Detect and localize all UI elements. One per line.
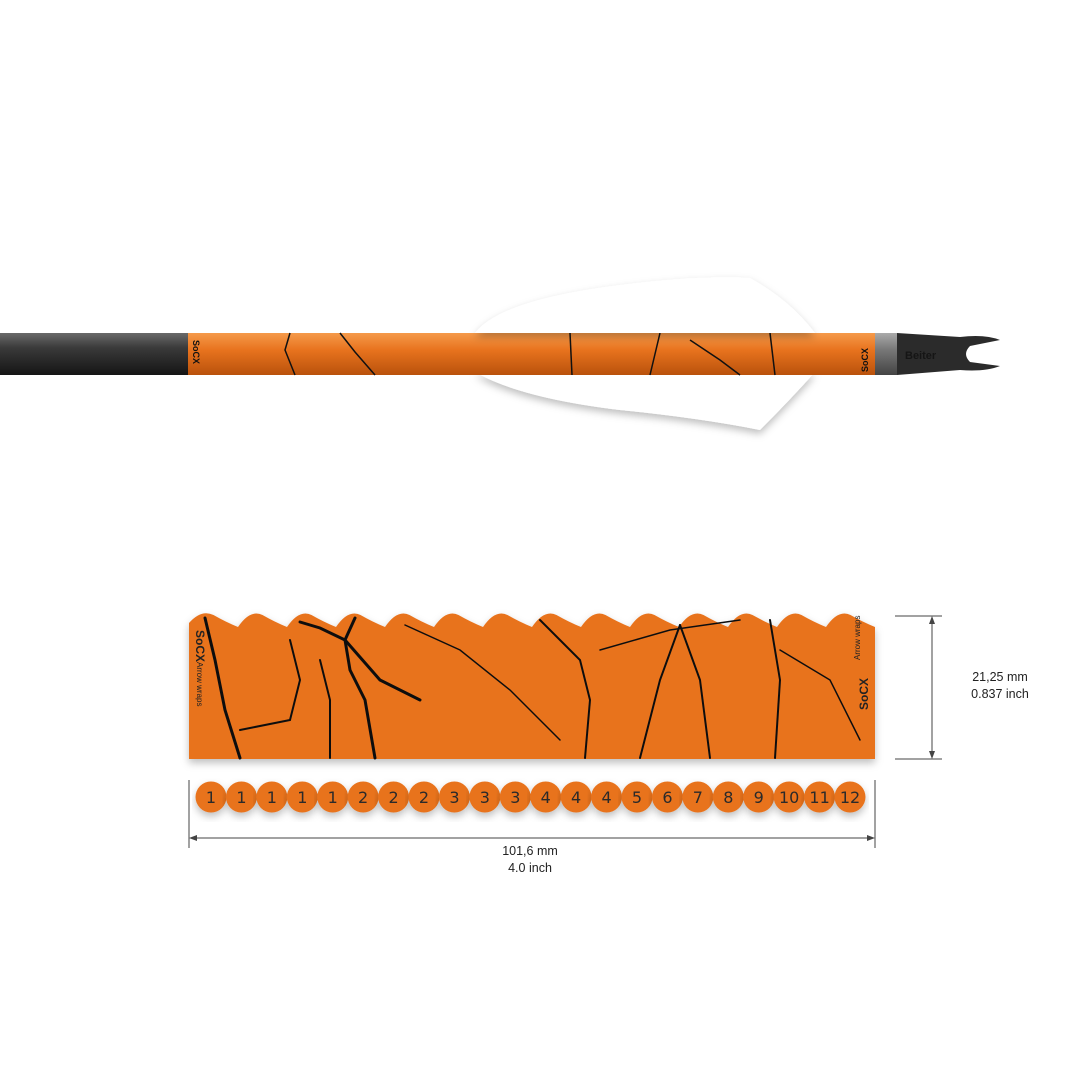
number-label-dot — [834, 781, 866, 813]
number-label-text: 4 — [541, 788, 551, 807]
number-label-text: 1 — [297, 788, 307, 807]
number-label-text: 7 — [693, 788, 703, 807]
number-label-text: 10 — [779, 788, 799, 807]
number-label-dot — [651, 781, 683, 813]
number-label-text: 1 — [328, 788, 338, 807]
height-dimension: 21,25 mm 0.837 inch — [940, 669, 1060, 703]
number-label-text: 2 — [419, 788, 429, 807]
width-dimension: 101,6 mm 4.0 inch — [470, 843, 590, 877]
width-mm: 101,6 mm — [502, 844, 558, 858]
number-label-dot — [499, 781, 531, 813]
number-label-text: 3 — [449, 788, 459, 807]
arrow-wrap — [188, 333, 875, 375]
number-label-text: 2 — [388, 788, 398, 807]
number-label-text: 8 — [723, 788, 733, 807]
number-label-dot — [408, 781, 440, 813]
nock — [897, 333, 1000, 375]
arrow: SoCX SoCX Beiter — [0, 277, 1000, 430]
number-label-text: 1 — [267, 788, 277, 807]
number-label-text: 2 — [358, 788, 368, 807]
number-label-dot — [804, 781, 836, 813]
number-label-text: 1 — [236, 788, 246, 807]
height-mm: 21,25 mm — [972, 670, 1028, 684]
nock-brand: Beiter — [905, 350, 937, 362]
arrow-wrap-brand-end: SoCX — [860, 348, 870, 372]
number-label-text: 3 — [510, 788, 520, 807]
vane-bottom — [475, 372, 815, 430]
number-label-dot — [560, 781, 592, 813]
arrow-wrap-brand: SoCX — [191, 340, 201, 364]
number-label-dot — [682, 781, 714, 813]
number-label-dot — [530, 781, 562, 813]
number-label-dot — [773, 781, 805, 813]
number-label-text: 3 — [480, 788, 490, 807]
wrap-subtitle-end: Arrow wraps — [853, 616, 862, 660]
width-inch: 4.0 inch — [508, 861, 552, 875]
wrap-brand: SoCX — [193, 630, 207, 662]
number-label-dot — [347, 781, 379, 813]
arrow-collar — [875, 333, 897, 375]
number-label-dot — [317, 781, 349, 813]
number-label-text: 4 — [571, 788, 581, 807]
number-label-dot — [256, 781, 288, 813]
number-label-text: 6 — [662, 788, 672, 807]
number-label-dot — [621, 781, 653, 813]
wrap-brand-end: SoCX — [857, 678, 871, 710]
number-label-dot — [743, 781, 775, 813]
number-label-text: 9 — [754, 788, 764, 807]
arrow-shaft — [0, 333, 190, 375]
number-label-text: 4 — [601, 788, 611, 807]
number-label-text: 5 — [632, 788, 642, 807]
number-label-dot — [286, 781, 318, 813]
number-label-dot — [591, 781, 623, 813]
number-label-dot — [378, 781, 410, 813]
number-label-text: 1 — [206, 788, 216, 807]
number-label-text: 12 — [840, 788, 860, 807]
number-label-dot — [195, 781, 227, 813]
height-inch: 0.837 inch — [971, 687, 1029, 701]
wrap-subtitle: Arrow wraps — [195, 662, 204, 706]
vane-top — [475, 277, 815, 333]
arrow-wrap-sheet: SoCX Arrow wraps SoCX Arrow wraps — [189, 613, 875, 760]
number-label-dot — [712, 781, 744, 813]
number-label-dot — [469, 781, 501, 813]
number-label-dot — [438, 781, 470, 813]
dimension-lines — [188, 615, 942, 848]
number-label-text: 11 — [809, 788, 829, 807]
number-label-dot — [225, 781, 257, 813]
